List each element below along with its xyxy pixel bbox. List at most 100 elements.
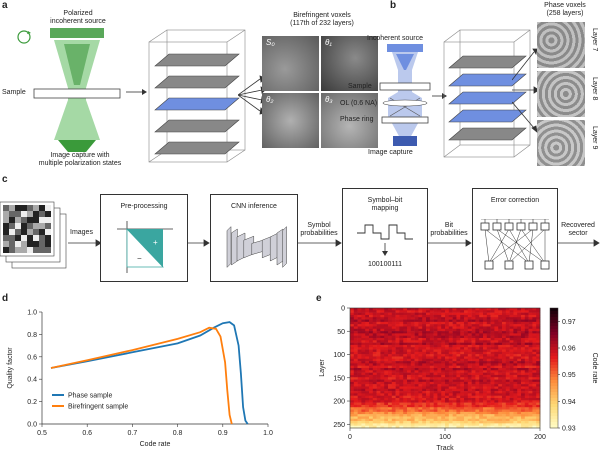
step-error-correction: Error correction bbox=[472, 188, 558, 282]
panel-b-ol-label: OL (0.6 NA) bbox=[340, 100, 378, 107]
x-tick-label: 0.7 bbox=[128, 430, 138, 437]
sample-plate bbox=[379, 82, 431, 91]
highlight-layer bbox=[154, 97, 240, 111]
colorbar-cell bbox=[550, 419, 558, 423]
heatmap-cells bbox=[350, 308, 541, 429]
colorbar-cell bbox=[550, 374, 558, 378]
panel-b-layer-arrows bbox=[512, 48, 540, 133]
colorbar-cell bbox=[550, 323, 558, 327]
bit-probs-line-1: Bit bbox=[444, 222, 454, 229]
colorbar-label: Code rate bbox=[591, 353, 598, 384]
capture-line-1: Image capture with bbox=[50, 152, 110, 159]
panel-d-label: d bbox=[2, 293, 9, 304]
cnn-layer bbox=[276, 228, 284, 266]
y-axis-label: Layer bbox=[319, 359, 326, 377]
cnn-layer bbox=[226, 225, 232, 269]
colorbar-cell bbox=[550, 389, 558, 393]
colorbar-cell bbox=[550, 308, 558, 312]
colorbar-cell bbox=[550, 353, 558, 357]
source-block bbox=[50, 28, 104, 38]
colorbar-cell bbox=[550, 344, 558, 348]
panel-a-label: a bbox=[2, 0, 8, 11]
layer-plate bbox=[154, 141, 240, 155]
birefringent-tile-s0: S₀ bbox=[262, 36, 319, 91]
check-node bbox=[492, 222, 502, 231]
x-tick-label: 100 bbox=[439, 434, 451, 441]
colorbar-cell bbox=[550, 335, 558, 339]
colorbar-cell bbox=[550, 350, 558, 354]
source-line-2: incoherent source bbox=[50, 18, 106, 25]
y-tick-label: 150 bbox=[333, 375, 345, 382]
colorbar-cell bbox=[550, 341, 558, 345]
source-block bbox=[387, 44, 423, 52]
y-tick-label: 1.0 bbox=[27, 310, 37, 317]
legend-label: Birefringent sample bbox=[68, 404, 128, 411]
x-axis-label: Code rate bbox=[140, 441, 171, 448]
highlight-layer bbox=[448, 109, 527, 123]
colorbar-cell bbox=[550, 377, 558, 381]
x-tick-label: 0.9 bbox=[218, 430, 228, 437]
step-symbol-bit-mapping: Symbol–bit mapping 100100111 bbox=[342, 188, 428, 282]
symbol-probs-line-1: Symbol bbox=[307, 222, 331, 229]
symbol-waveform-icon bbox=[357, 224, 413, 256]
colorbar-cell bbox=[550, 383, 558, 387]
recovered-line-2: sector bbox=[568, 230, 588, 237]
bits-text: 100100111 bbox=[368, 261, 402, 268]
colorbar-tick-label: 0.93 bbox=[562, 426, 576, 433]
check-node bbox=[528, 222, 538, 231]
y-tick-label: 250 bbox=[333, 422, 345, 429]
layer-plate bbox=[154, 53, 240, 67]
step-title: Pre-processing bbox=[120, 203, 168, 210]
phase-ring bbox=[381, 116, 429, 124]
x-tick-label: 1.0 bbox=[263, 430, 273, 437]
x-tick-label: 0.6 bbox=[82, 430, 92, 437]
colorbar-tick-label: 0.95 bbox=[562, 372, 576, 379]
layer-plate bbox=[154, 119, 240, 133]
variable-node bbox=[504, 260, 514, 270]
panel-b-capture-label: Image capture bbox=[368, 149, 413, 156]
step-title: Symbol–bit mapping bbox=[367, 197, 403, 212]
objective-lens bbox=[382, 99, 428, 107]
panel-a-voxels-title: Birefringent voxels (117th of 232 layers… bbox=[262, 12, 382, 28]
colorbar-cell bbox=[550, 398, 558, 402]
colorbar-cell bbox=[550, 371, 558, 375]
layer-plate bbox=[154, 75, 240, 89]
variable-node bbox=[524, 260, 534, 270]
highlight-layer bbox=[448, 91, 527, 105]
colorbar-cell bbox=[550, 392, 558, 396]
colorbar-cell bbox=[550, 365, 558, 369]
check-node bbox=[516, 222, 526, 231]
colorbar-cell bbox=[550, 347, 558, 351]
bit-probabilities-label: Bit probabilities bbox=[428, 222, 470, 238]
panel-a-voxel-cube bbox=[148, 29, 246, 163]
colorbar-tick-label: 0.97 bbox=[562, 319, 576, 326]
recovered-line-1: Recovered bbox=[561, 222, 595, 229]
birefringent-tile-theta2: θ₂ bbox=[262, 93, 319, 148]
x-tick-label: 0.8 bbox=[173, 430, 183, 437]
panel-c-label: c bbox=[2, 174, 8, 185]
colorbar-cell bbox=[550, 326, 558, 330]
birefringent-tile-theta3: θ₃ bbox=[321, 93, 378, 148]
colorbar-cell bbox=[550, 314, 558, 318]
y-tick-label: 0.4 bbox=[27, 377, 37, 384]
graph-edge bbox=[528, 228, 534, 264]
graph-edge bbox=[484, 228, 530, 264]
step-preprocessing: Pre-processing + − bbox=[100, 194, 188, 282]
check-node bbox=[480, 222, 490, 231]
symbol-probs-line-2: probabilities bbox=[300, 230, 338, 237]
tile-label: θ₁ bbox=[325, 38, 332, 47]
y-tick-label: 0 bbox=[341, 306, 345, 313]
graph-edge bbox=[488, 228, 510, 264]
tile-label: θ₂ bbox=[266, 95, 274, 104]
colorbar-cell bbox=[550, 395, 558, 399]
colorbar-cell bbox=[550, 407, 558, 411]
phase-tile-layer-9 bbox=[537, 120, 585, 166]
graph-edge bbox=[520, 228, 546, 264]
tanner-graph-icon bbox=[480, 219, 550, 270]
graph-edge bbox=[496, 228, 546, 264]
colorbar-cell bbox=[550, 320, 558, 324]
y-tick-label: 0.8 bbox=[27, 332, 37, 339]
image-stack-icon bbox=[0, 201, 67, 269]
